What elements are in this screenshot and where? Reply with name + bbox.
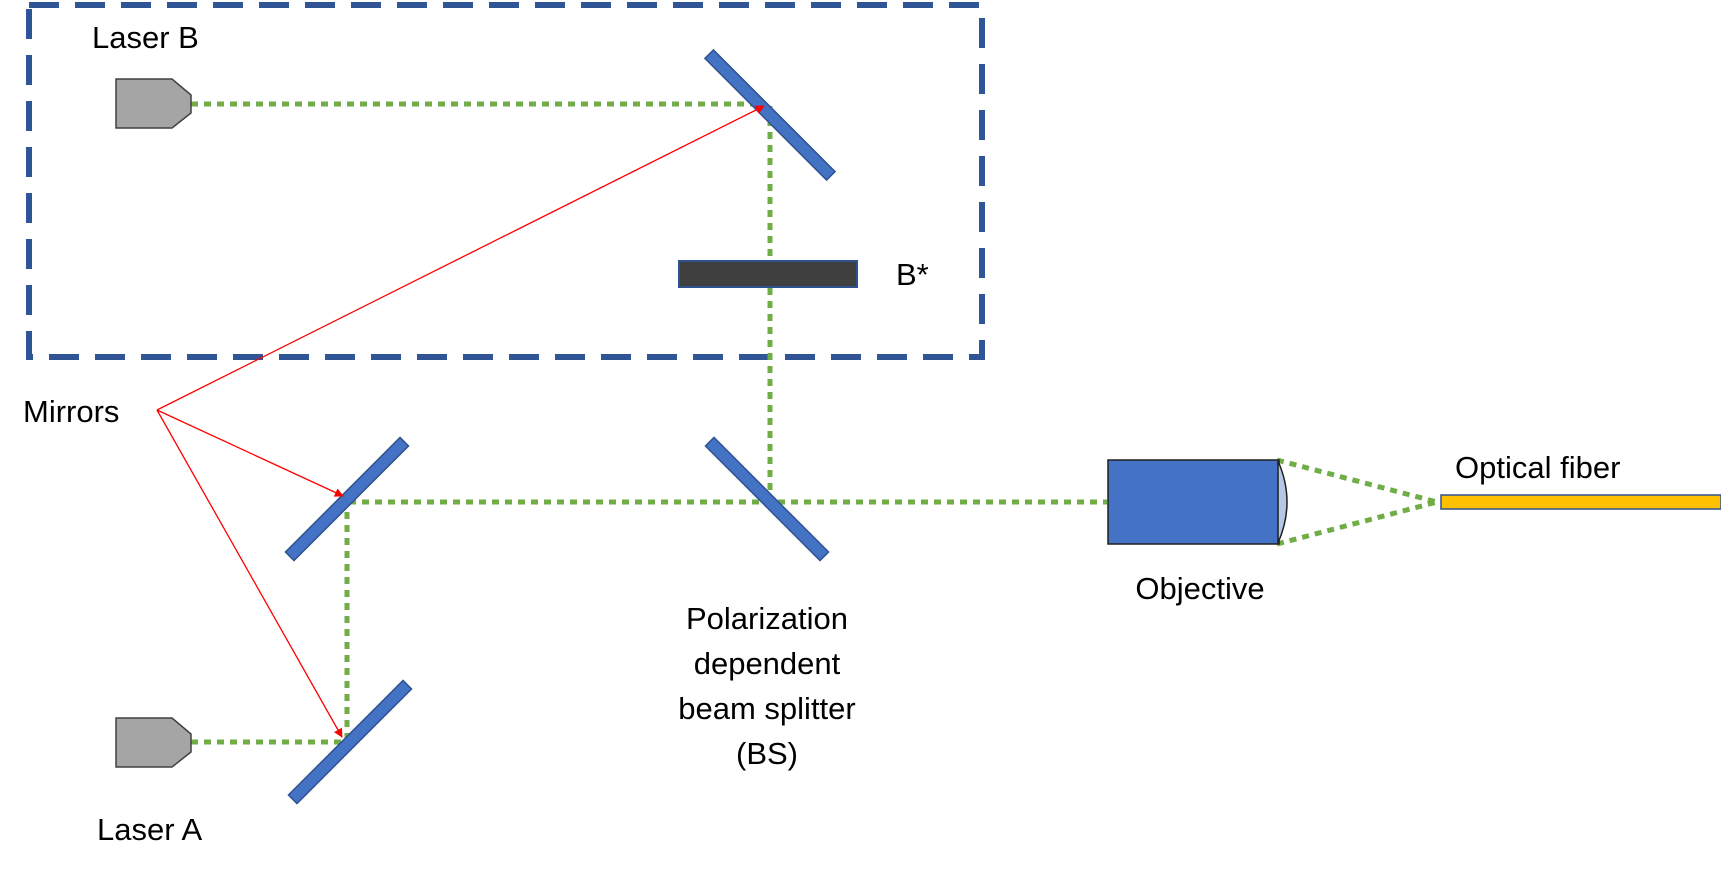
pointer-to-mirror-upper-left (156, 409, 344, 497)
beam-splitter-label-line4: (BS) (736, 736, 798, 771)
pointer-to-mirror-top-right (156, 105, 765, 411)
laser-b-label: Laser B (92, 20, 199, 55)
beam-splitter-label-line1: Polarization (686, 601, 848, 636)
laser-b-icon (115, 78, 192, 129)
pointer-to-mirror-lower-left (156, 409, 343, 738)
beam-splitter (704, 436, 830, 562)
beam-paths (191, 101, 1438, 745)
mirror-lower-left (287, 679, 413, 805)
objective-icon (1107, 459, 1288, 545)
optical-fiber-icon (1440, 494, 1721, 510)
mirrors (284, 48, 837, 805)
mirror-top-right (703, 48, 837, 182)
objective-label: Objective (1135, 571, 1264, 606)
mirror-pointers (156, 105, 765, 738)
laser-a-icon (115, 717, 192, 768)
beam-splitter-label-line3: beam splitter (678, 691, 855, 726)
focus-beam-lower (1276, 499, 1438, 547)
focus-beam-upper (1276, 457, 1438, 505)
mirrors-label: Mirrors (23, 394, 119, 429)
optical-fiber-label: Optical fiber (1455, 450, 1620, 485)
laser-a-label: Laser A (97, 812, 202, 847)
beam-splitter-label-line2: dependent (694, 646, 841, 681)
b-star-label: B* (896, 257, 929, 292)
laser-b-dashed-box (26, 2, 985, 360)
b-star-element (678, 260, 858, 288)
